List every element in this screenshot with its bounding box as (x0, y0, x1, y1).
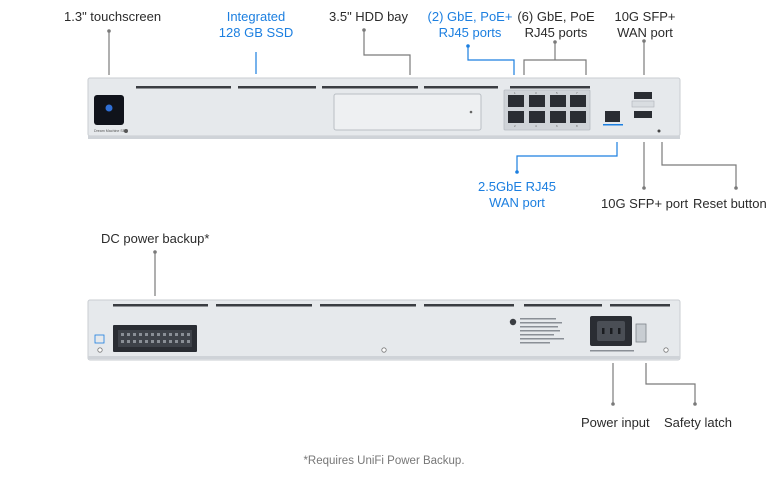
label-hdd-bay: 3.5" HDD bay (329, 9, 408, 25)
label-line: Power input (581, 415, 650, 430)
rj45-port-block (503, 89, 591, 131)
label-line: 10G SFP+ (614, 9, 676, 24)
rear-vent (424, 304, 514, 307)
rear-vent (320, 304, 416, 307)
rear-panel (87, 299, 681, 361)
power-rating-text (590, 350, 634, 352)
port-number: 6 (556, 124, 558, 128)
rj45-ports (508, 95, 586, 123)
front-vent (322, 86, 418, 89)
label-sfp-port: 10G SFP+ port (601, 196, 688, 212)
label-line: 1.3" touchscreen (64, 9, 162, 24)
label-line: WAN port (617, 25, 673, 40)
label-rj45-wan: 2.5GbE RJ45 WAN port (476, 179, 558, 211)
sfp-port (634, 111, 652, 118)
label-gbe-ports: (6) GbE, PoE RJ45 ports (516, 9, 596, 41)
rj45-port (550, 111, 566, 123)
rear-vent (610, 304, 670, 307)
port-number: 7 (576, 91, 578, 95)
rear-vent (216, 304, 312, 307)
label-line: 128 GB SSD (218, 25, 294, 40)
regulatory-label (509, 318, 564, 344)
label-power-input: Power input (581, 415, 650, 431)
label-line: Reset button (693, 196, 767, 211)
rear-vent (113, 304, 208, 307)
model-badge-icon (124, 129, 128, 133)
rear-vent (524, 304, 602, 307)
touchscreen-logo (105, 104, 113, 112)
port-number: 4 (535, 124, 537, 128)
rj45-port (529, 95, 545, 107)
label-ssd: Integrated 128 GB SSD (216, 9, 296, 41)
rj45-port (508, 95, 524, 107)
front-leader-lines (107, 28, 738, 190)
label-reset-button: Reset button (693, 196, 767, 212)
front-vent (238, 86, 316, 89)
wan-rj45-port (605, 111, 620, 122)
label-line: RJ45 ports (438, 25, 502, 40)
rear-screw (381, 347, 387, 353)
port-number: 1 (514, 91, 516, 95)
label-poe-ports: (2) GbE, PoE+ RJ45 ports (425, 9, 515, 41)
label-line: (6) GbE, PoE (517, 9, 595, 24)
rj45-port (508, 111, 524, 123)
port-number: 2 (514, 124, 516, 128)
label-line: Integrated (226, 9, 286, 24)
label-line: (2) GbE, PoE+ (427, 9, 513, 24)
label-line: RJ45 ports (524, 25, 588, 40)
label-line: 3.5" HDD bay (329, 9, 409, 24)
rear-screw (663, 347, 669, 353)
front-model-text: Dream Machine SE (94, 129, 126, 133)
reset-button (657, 129, 661, 133)
hdd-bay-led (469, 110, 473, 114)
sfp-wan-port (634, 92, 652, 99)
label-sfp-wan: 10G SFP+ WAN port (610, 9, 680, 41)
port-number: 5 (556, 91, 558, 95)
rj45-port (570, 95, 586, 107)
label-safety-latch: Safety latch (664, 415, 732, 431)
label-touchscreen: 1.3" touchscreen (64, 9, 161, 25)
sfp-bracket (631, 100, 655, 108)
dc-pins (121, 333, 190, 343)
hdd-bay (333, 93, 482, 131)
label-line: Safety latch (664, 415, 732, 430)
rear-leader-lines (153, 250, 697, 406)
label-dc-backup: DC power backup* (101, 231, 209, 247)
footnote: *Requires UniFi Power Backup. (303, 455, 465, 467)
wan-rj45-underline (603, 124, 623, 126)
label-line: DC power backup* (101, 231, 210, 246)
ground-mark (94, 334, 105, 344)
rear-screw (97, 347, 103, 353)
rj45-port (570, 111, 586, 123)
front-vent (424, 86, 498, 89)
front-vent (136, 86, 231, 89)
label-line: 2.5GbE RJ45 (477, 179, 557, 194)
label-line: 10G SFP+ port (601, 196, 689, 211)
rj45-port (550, 95, 566, 107)
front-vent (510, 86, 590, 89)
port-number: 8 (576, 124, 578, 128)
port-number: 3 (535, 91, 537, 95)
safety-latch (635, 323, 647, 343)
rj45-port (529, 111, 545, 123)
label-line: WAN port (489, 195, 545, 210)
front-panel: Dream Machine SE 1 3 5 7 2 4 6 8 (87, 77, 681, 139)
